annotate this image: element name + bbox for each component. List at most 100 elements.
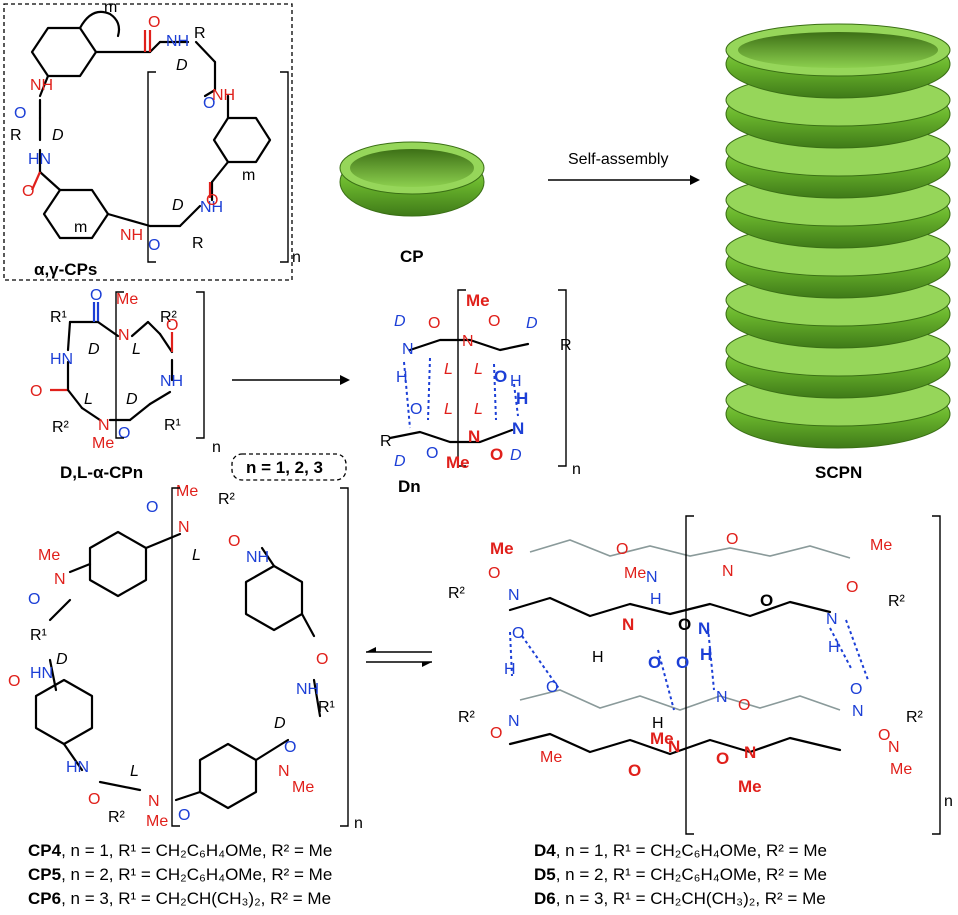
svg-text:N: N bbox=[888, 739, 900, 756]
svg-text:R²: R² bbox=[108, 809, 126, 826]
svg-text:D: D bbox=[172, 197, 184, 214]
svg-text:HN: HN bbox=[28, 151, 51, 168]
svg-text:O: O bbox=[90, 287, 102, 304]
svg-text:O: O bbox=[628, 761, 641, 780]
svg-text:m: m bbox=[104, 0, 117, 16]
svg-text:O: O bbox=[30, 383, 42, 400]
svg-text:O: O bbox=[14, 105, 26, 122]
scpn-label: SCPN bbox=[815, 463, 862, 482]
svg-text:L: L bbox=[444, 361, 453, 378]
svg-text:Me: Me bbox=[624, 565, 646, 582]
svg-text:N: N bbox=[716, 689, 728, 706]
svg-text:N: N bbox=[852, 703, 864, 720]
cp-ring: CP bbox=[339, 141, 485, 266]
cps-dashed-box bbox=[3, 3, 293, 281]
cyclohexane-ring bbox=[244, 564, 304, 632]
n-values-box: n = 1, 2, 3 bbox=[231, 453, 347, 481]
svg-text:n: n bbox=[354, 815, 363, 832]
svg-text:O: O bbox=[28, 591, 40, 608]
legend-right: D4, n = 1, R¹ = CH₂C₆H₄OMe, R² = Me D5, … bbox=[534, 841, 827, 908]
svg-text:D: D bbox=[52, 127, 64, 144]
svg-text:N: N bbox=[118, 327, 130, 344]
svg-text:O: O bbox=[203, 95, 215, 112]
svg-text:D: D bbox=[126, 391, 138, 408]
svg-text:R¹: R¹ bbox=[50, 309, 67, 326]
dn-dimer: D O Me N O D R N H L L O H O L L H N R D… bbox=[380, 289, 581, 496]
svg-text:O: O bbox=[878, 727, 890, 744]
svg-text:N: N bbox=[622, 615, 634, 634]
svg-text:n: n bbox=[572, 461, 581, 478]
svg-text:L: L bbox=[474, 401, 483, 418]
svg-text:HN: HN bbox=[50, 351, 73, 368]
svg-text:O: O bbox=[8, 673, 20, 690]
svg-text:D: D bbox=[394, 453, 406, 470]
svg-text:N: N bbox=[148, 793, 160, 810]
svg-text:O: O bbox=[738, 697, 750, 714]
svg-text:m: m bbox=[242, 167, 255, 184]
svg-text:R²: R² bbox=[448, 585, 466, 602]
self-assembly-arrow: Self-assembly bbox=[548, 151, 700, 185]
svg-text:Me: Me bbox=[146, 813, 168, 830]
svg-text:O: O bbox=[206, 192, 218, 209]
cyclohexane-ring bbox=[198, 742, 258, 810]
svg-text:NH: NH bbox=[296, 681, 319, 698]
svg-text:O: O bbox=[850, 681, 862, 698]
svg-text:Me: Me bbox=[870, 537, 892, 554]
svg-text:N: N bbox=[468, 427, 480, 446]
svg-text:D: D bbox=[394, 313, 406, 330]
cyclohexane-ring bbox=[88, 530, 148, 598]
svg-text:O: O bbox=[512, 625, 524, 642]
legend-row: D6, n = 3, R¹ = CH₂CH(CH₃)₂, R² = Me bbox=[534, 889, 826, 908]
svg-text:N: N bbox=[178, 519, 190, 536]
svg-text:N: N bbox=[54, 571, 66, 588]
svg-text:H: H bbox=[650, 591, 662, 608]
cps-panel: O NH R D O NH m NH O R D HN O m NH O D R… bbox=[3, 0, 301, 281]
svg-text:R¹: R¹ bbox=[30, 627, 47, 644]
svg-text:D: D bbox=[176, 57, 188, 74]
svg-text:O: O bbox=[546, 679, 558, 696]
legend-row: D5, n = 2, R¹ = CH₂C₆H₄OMe, R² = Me bbox=[534, 865, 827, 884]
svg-text:Me: Me bbox=[490, 539, 514, 558]
svg-text:L: L bbox=[130, 763, 139, 780]
d-dimer: n Me O Me O N Me O R² R² O N O N H N O N… bbox=[448, 515, 953, 835]
svg-text:H: H bbox=[510, 373, 522, 390]
svg-text:D: D bbox=[510, 447, 522, 464]
cps-label: α,γ-CPs bbox=[34, 260, 97, 279]
svg-text:O: O bbox=[22, 183, 34, 200]
svg-text:O: O bbox=[490, 445, 503, 464]
svg-text:NH: NH bbox=[200, 199, 223, 216]
cyclohexane-ring bbox=[212, 116, 272, 164]
svg-text:NH: NH bbox=[166, 33, 189, 50]
svg-text:O: O bbox=[494, 367, 507, 386]
svg-text:m: m bbox=[74, 219, 87, 236]
svg-text:O: O bbox=[760, 591, 773, 610]
svg-text:NH: NH bbox=[160, 373, 183, 390]
svg-text:N: N bbox=[508, 713, 520, 730]
svg-text:NH: NH bbox=[30, 77, 53, 94]
svg-text:R²: R² bbox=[160, 309, 178, 326]
svg-text:O: O bbox=[284, 739, 296, 756]
svg-text:O: O bbox=[426, 445, 438, 462]
svg-text:N: N bbox=[646, 569, 658, 586]
svg-text:L: L bbox=[192, 547, 201, 564]
svg-text:O: O bbox=[648, 653, 661, 672]
legend-left: CP4, n = 1, R¹ = CH₂C₆H₄OMe, R² = Me CP5… bbox=[28, 841, 332, 908]
svg-text:L: L bbox=[84, 391, 93, 408]
svg-text:H: H bbox=[828, 639, 840, 656]
svg-text:H: H bbox=[652, 715, 664, 732]
svg-text:N: N bbox=[462, 333, 474, 350]
svg-text:Me: Me bbox=[890, 761, 912, 778]
svg-text:O: O bbox=[410, 401, 422, 418]
legend-row: CP6, n = 3, R¹ = CH₂CH(CH₃)₂, R² = Me bbox=[28, 889, 331, 908]
svg-text:O: O bbox=[490, 725, 502, 742]
svg-text:O: O bbox=[228, 533, 240, 550]
svg-text:Me: Me bbox=[38, 547, 60, 564]
svg-text:R: R bbox=[380, 433, 392, 450]
svg-text:O: O bbox=[316, 651, 328, 668]
svg-text:Me: Me bbox=[650, 729, 674, 748]
svg-text:Me: Me bbox=[540, 749, 562, 766]
svg-text:R: R bbox=[194, 25, 206, 42]
legend-row: CP5, n = 2, R¹ = CH₂C₆H₄OMe, R² = Me bbox=[28, 865, 332, 884]
svg-text:Me: Me bbox=[466, 291, 490, 310]
svg-text:R: R bbox=[560, 337, 572, 354]
